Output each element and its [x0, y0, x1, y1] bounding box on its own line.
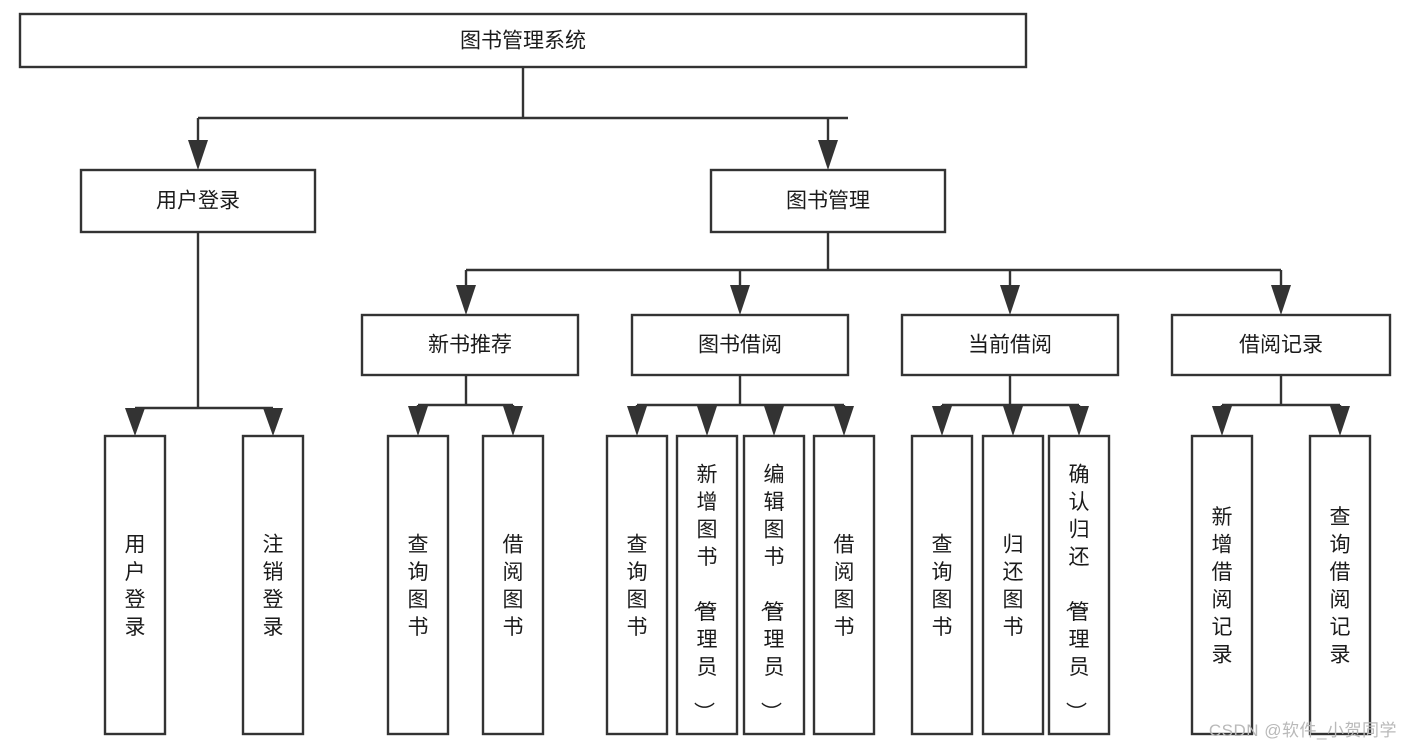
- connector-group-root: [188, 67, 848, 170]
- leaf-query-book-2-box[interactable]: [605, 434, 669, 736]
- leaf-add-book-box[interactable]: [675, 434, 739, 736]
- leaf-borrow-book-1-label: 借阅图书: [503, 533, 524, 639]
- leaf-borrow-book-2-label: 借阅图书: [834, 533, 855, 639]
- arrowhead-leaf-add-record: [1212, 406, 1232, 436]
- arrowhead-new-book-rec: [456, 285, 476, 315]
- connector-group-user-login: [125, 232, 283, 436]
- leaf-add-record-label: 新增借阅记录: [1212, 506, 1233, 667]
- leaf-logout-label: 注销登录: [263, 533, 284, 639]
- leaf-edit-book-label: 编辑图书（管理员）: [759, 463, 785, 722]
- node-user-login[interactable]: 用户登录: [79, 168, 317, 234]
- node-borrow-record-box[interactable]: [1170, 313, 1392, 377]
- leaf-borrow-book-1-box[interactable]: [481, 434, 545, 736]
- arrowhead-leaf-query-record: [1330, 406, 1350, 436]
- leaf-query-book-2-label: 查询图书: [627, 533, 648, 639]
- leaf-user-login-box[interactable]: [103, 434, 167, 736]
- arrowhead-leaf-query-book-2: [627, 406, 647, 436]
- leaf-node[interactable]: 新增图书（管理员）: [675, 434, 739, 736]
- leaf-confirm-return-box[interactable]: [1047, 434, 1111, 736]
- node-root-box[interactable]: [18, 12, 1028, 69]
- node-root[interactable]: 图书管理系统: [18, 12, 1028, 69]
- leaf-node[interactable]: 用户登录: [103, 434, 167, 736]
- leaf-query-book-1-box[interactable]: [386, 434, 450, 736]
- leaf-return-book-label: 归还图书: [1003, 533, 1024, 639]
- leaf-node[interactable]: 查询图书: [910, 434, 974, 736]
- leaf-node[interactable]: 编辑图书（管理员）: [742, 434, 806, 736]
- node-book-borrow[interactable]: 图书借阅: [630, 313, 850, 377]
- arrowhead-book-borrow: [730, 285, 750, 315]
- arrowhead-leaf-return-book: [1003, 406, 1023, 436]
- node-root-label: 图书管理系统: [460, 30, 586, 53]
- leaf-node[interactable]: 借阅图书: [481, 434, 545, 736]
- arrowhead-borrow-record: [1271, 285, 1291, 315]
- connector-group-book-borrow: [627, 375, 854, 436]
- leaf-node[interactable]: 查询借阅记录: [1308, 434, 1372, 736]
- node-current-borrow[interactable]: 当前借阅: [900, 313, 1120, 377]
- node-new-book-rec-box[interactable]: [360, 313, 580, 377]
- node-new-book-rec-label: 新书推荐: [428, 334, 512, 357]
- node-user-login-label: 用户登录: [156, 190, 240, 213]
- leaf-borrow-book-2-box[interactable]: [812, 434, 876, 736]
- arrowhead-book-manage: [818, 140, 838, 170]
- leaf-query-book-3-label: 查询图书: [932, 533, 953, 639]
- node-new-book-rec[interactable]: 新书推荐: [360, 313, 580, 377]
- arrowhead-leaf-query-book-3: [932, 406, 952, 436]
- connector-group-borrow-record: [1212, 375, 1350, 436]
- leaf-add-book-label: 新增图书（管理员）: [692, 463, 718, 722]
- arrowhead-leaf-query-book-1: [408, 406, 428, 436]
- arrowhead-leaf-add-book: [697, 406, 717, 436]
- leaf-query-record-box[interactable]: [1308, 434, 1372, 736]
- arrowhead-leaf-edit-book: [764, 406, 784, 436]
- leaf-query-book-3-box[interactable]: [910, 434, 974, 736]
- node-book-borrow-box[interactable]: [630, 313, 850, 377]
- node-user-login-box[interactable]: [79, 168, 317, 234]
- node-book-manage-label: 图书管理: [786, 190, 870, 213]
- connector-group-current-borrow: [932, 375, 1089, 436]
- connector-group-book-manage: [456, 232, 1291, 315]
- arrowhead-leaf-borrow-book-2: [834, 406, 854, 436]
- leaf-add-record-box[interactable]: [1190, 434, 1254, 736]
- leaf-logout-box[interactable]: [241, 434, 305, 736]
- node-current-borrow-box[interactable]: [900, 313, 1120, 377]
- leaf-confirm-return-label: 确认归还（管理员）: [1064, 463, 1090, 722]
- arrowhead-leaf-user-login: [125, 408, 145, 436]
- arrowhead-current-borrow: [1000, 285, 1020, 315]
- arrowhead-leaf-logout: [263, 408, 283, 436]
- connector-group-new-book-rec: [408, 375, 523, 436]
- node-book-borrow-label: 图书借阅: [698, 334, 782, 357]
- leaf-query-record-label: 查询借阅记录: [1330, 506, 1351, 667]
- arrowhead-leaf-confirm-return: [1069, 406, 1089, 436]
- node-current-borrow-label: 当前借阅: [968, 334, 1052, 357]
- leaf-node[interactable]: 归还图书: [981, 434, 1045, 736]
- leaf-node[interactable]: 借阅图书: [812, 434, 876, 736]
- leaf-node[interactable]: 注销登录: [241, 434, 305, 736]
- arrowhead-leaf-borrow-book-1: [503, 406, 523, 436]
- node-borrow-record-label: 借阅记录: [1239, 334, 1323, 357]
- leaf-query-book-1-label: 查询图书: [408, 533, 429, 639]
- node-book-manage[interactable]: 图书管理: [709, 168, 947, 234]
- leaf-user-login-label: 用户登录: [125, 533, 146, 639]
- leaf-return-book-box[interactable]: [981, 434, 1045, 736]
- leaf-node[interactable]: 查询图书: [386, 434, 450, 736]
- node-borrow-record[interactable]: 借阅记录: [1170, 313, 1392, 377]
- leaf-node[interactable]: 新增借阅记录: [1190, 434, 1254, 736]
- node-book-manage-box[interactable]: [709, 168, 947, 234]
- leaf-edit-book-box[interactable]: [742, 434, 806, 736]
- arrowhead-user-login: [188, 140, 208, 170]
- leaf-node-layer: 用户登录 注销登录 查询图书 借阅图书 查询图书 新增图书（管理员） 编辑图书（管理员） 借阅…: [103, 434, 1372, 736]
- leaf-node[interactable]: 确认归还（管理员）: [1047, 434, 1111, 736]
- leaf-node[interactable]: 查询图书: [605, 434, 669, 736]
